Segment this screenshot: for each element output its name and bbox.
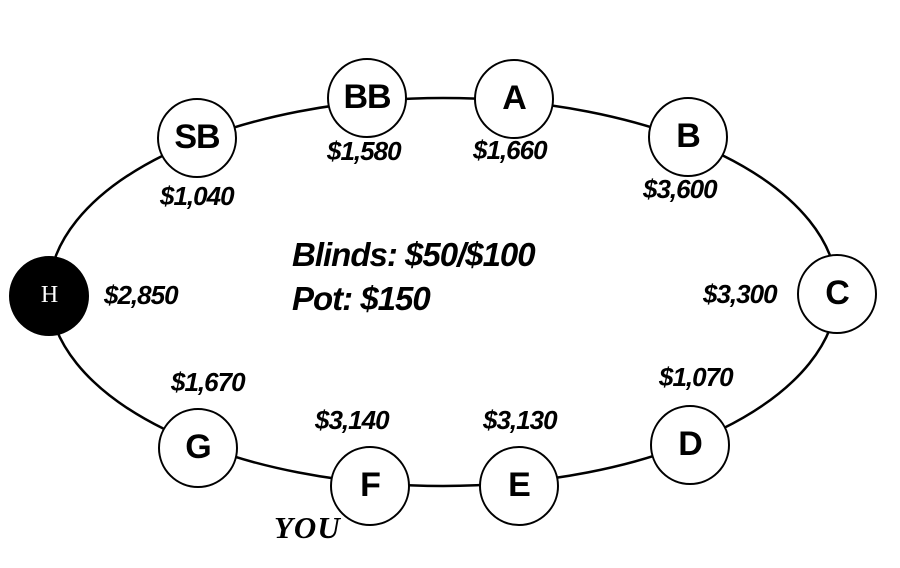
seat-e-stack: $3,130 (483, 405, 558, 435)
seat-a-stack: $1,660 (473, 135, 548, 165)
seat-g-stack: $1,670 (171, 367, 246, 397)
pot-text: Pot: $150 (292, 280, 431, 317)
table-info: Blinds: $50/$100 Pot: $150 (292, 233, 536, 321)
seat-bb: BB (327, 58, 407, 138)
seat-g-label: G (185, 428, 211, 466)
seat-c-stack: $3,300 (703, 279, 778, 309)
seat-bb-stack: $1,580 (327, 136, 402, 166)
seat-sb: SB (157, 98, 237, 178)
seat-sb-label: SB (174, 118, 220, 156)
seat-c: C (797, 254, 877, 334)
seat-d: D (650, 405, 730, 485)
seat-d-stack: $1,070 (659, 362, 734, 392)
seat-b-label: B (676, 117, 701, 155)
seat-c-label: C (825, 274, 850, 312)
seat-a-label: A (502, 79, 527, 117)
seat-f-label: F (360, 466, 381, 504)
seat-h-label: H (40, 282, 58, 308)
seat-g: G (158, 408, 238, 488)
seat-h-dealer-button: H (9, 256, 89, 336)
seat-h-stack: $2,850 (104, 280, 179, 310)
seat-e-label: E (508, 466, 531, 504)
seat-b: B (648, 97, 728, 177)
seat-bb-label: BB (343, 78, 391, 116)
seat-f: F (330, 446, 410, 526)
seat-a: A (474, 59, 554, 139)
seat-sb-stack: $1,040 (160, 181, 235, 211)
seat-d-label: D (678, 425, 703, 463)
blinds-text: Blinds: $50/$100 (292, 236, 536, 273)
you-label: YOU (274, 510, 341, 545)
seat-f-stack: $3,140 (315, 405, 390, 435)
seat-b-stack: $3,600 (643, 174, 718, 204)
seat-e: E (479, 446, 559, 526)
